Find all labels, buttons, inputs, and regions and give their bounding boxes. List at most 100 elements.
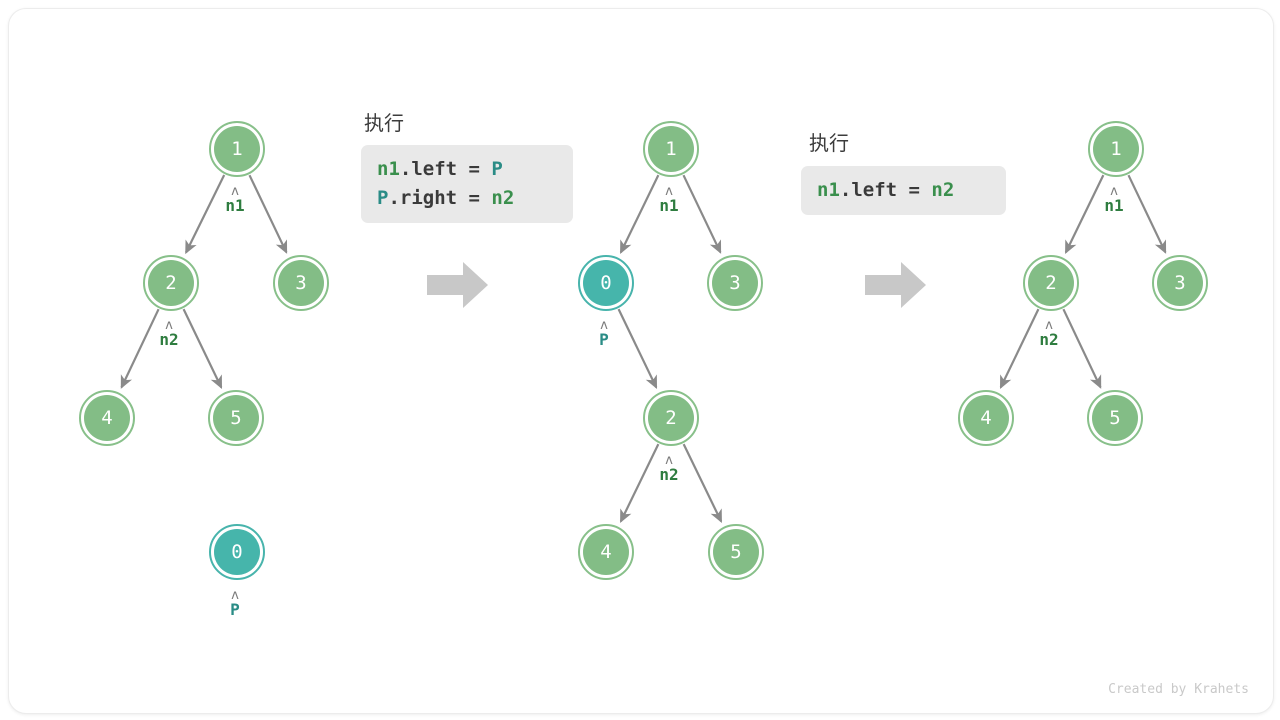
code-token: P	[491, 158, 503, 180]
node-outer-ring	[1152, 255, 1208, 311]
pointer-name: P	[599, 330, 609, 349]
node-value: 3	[295, 271, 307, 294]
code-token: n1	[817, 179, 840, 201]
node-disc	[213, 395, 259, 441]
node-value: 5	[230, 406, 242, 429]
node-outer-ring	[643, 390, 699, 446]
node-value: 5	[730, 540, 742, 563]
tree-node-1: 1	[1088, 121, 1144, 177]
tree-node-4: 4	[958, 390, 1014, 446]
node-outer-ring	[1087, 390, 1143, 446]
node-disc	[648, 126, 694, 172]
node-outer-ring	[208, 390, 264, 446]
node-value: 4	[101, 406, 113, 429]
pointer-name: P	[230, 600, 240, 619]
node-value: 0	[600, 271, 612, 294]
node-outer-ring	[958, 390, 1014, 446]
tree-node-3: 3	[1152, 255, 1208, 311]
node-value: 2	[1045, 271, 1057, 294]
node-outer-ring	[578, 524, 634, 580]
node-value: 2	[165, 271, 177, 294]
tree-node-1: 1	[209, 121, 265, 177]
code-box: n1.left = n2	[801, 166, 1006, 215]
node-value: 4	[980, 406, 992, 429]
node-disc	[84, 395, 130, 441]
caret-icon: ʌ	[1110, 184, 1118, 199]
node-outer-ring	[707, 255, 763, 311]
node-value: 4	[600, 540, 612, 563]
caret-icon: ʌ	[665, 184, 673, 199]
tree-node-4: 4	[79, 390, 135, 446]
node-disc	[712, 260, 758, 306]
node-outer-ring	[273, 255, 329, 311]
tree-node-3: 3	[707, 255, 763, 311]
node-value: 1	[231, 137, 243, 160]
node-outer-ring	[79, 390, 135, 446]
node-disc	[1157, 260, 1203, 306]
tree-node-2: 2	[143, 255, 199, 311]
code-line: P.right = n2	[377, 184, 557, 213]
tree-node-2: 2	[1023, 255, 1079, 311]
node-value: 3	[729, 271, 741, 294]
credit-text: Created by Krahets	[1108, 682, 1249, 697]
node-value: 0	[231, 540, 243, 563]
node-disc	[648, 395, 694, 441]
node-disc	[214, 126, 260, 172]
code-line: n1.left = P	[377, 155, 557, 184]
node-outer-ring	[643, 121, 699, 177]
node-outer-ring	[209, 524, 265, 580]
tree-edge-layer	[120, 174, 1167, 523]
node-value: 1	[665, 137, 677, 160]
node-disc	[1028, 260, 1074, 306]
tree-node-1: 1	[643, 121, 699, 177]
node-disc	[1093, 126, 1139, 172]
code-token: .left =	[399, 158, 492, 180]
node-disc	[963, 395, 1009, 441]
node-value: 2	[665, 406, 677, 429]
caret-icon: ʌ	[665, 453, 673, 468]
flow-arrow-right-icon	[427, 259, 489, 316]
node-disc	[148, 260, 194, 306]
node-disc	[583, 529, 629, 575]
tree-node-0: 0	[209, 524, 265, 580]
pointer-name: n2	[659, 465, 679, 484]
code-token: n2	[931, 179, 955, 201]
tree-node-5: 5	[208, 390, 264, 446]
tree-node-4: 4	[578, 524, 634, 580]
node-disc	[214, 529, 260, 575]
node-disc	[583, 260, 629, 306]
node-disc	[713, 529, 759, 575]
caret-icon: ʌ	[600, 318, 608, 333]
node-outer-ring	[708, 524, 764, 580]
caret-icon: ʌ	[231, 588, 239, 603]
node-disc	[1092, 395, 1138, 441]
node-value: 1	[1110, 137, 1122, 160]
code-token: n1	[377, 158, 400, 180]
code-token: .left =	[839, 179, 932, 201]
code-token: n2	[491, 187, 515, 209]
pointer-name: n1	[1104, 196, 1124, 215]
code-token: .right =	[388, 187, 492, 209]
node-value: 5	[1109, 406, 1121, 429]
exec-label: 执行	[364, 111, 404, 135]
node-disc	[278, 260, 324, 306]
caret-icon: ʌ	[231, 184, 239, 199]
exec-label: 执行	[809, 131, 849, 155]
pointer-name: n2	[159, 330, 179, 349]
tree-node-0: 0	[578, 255, 634, 311]
node-outer-ring	[143, 255, 199, 311]
caret-icon: ʌ	[165, 318, 173, 333]
node-value: 3	[1174, 271, 1186, 294]
tree-node-3: 3	[273, 255, 329, 311]
node-outer-ring	[1088, 121, 1144, 177]
